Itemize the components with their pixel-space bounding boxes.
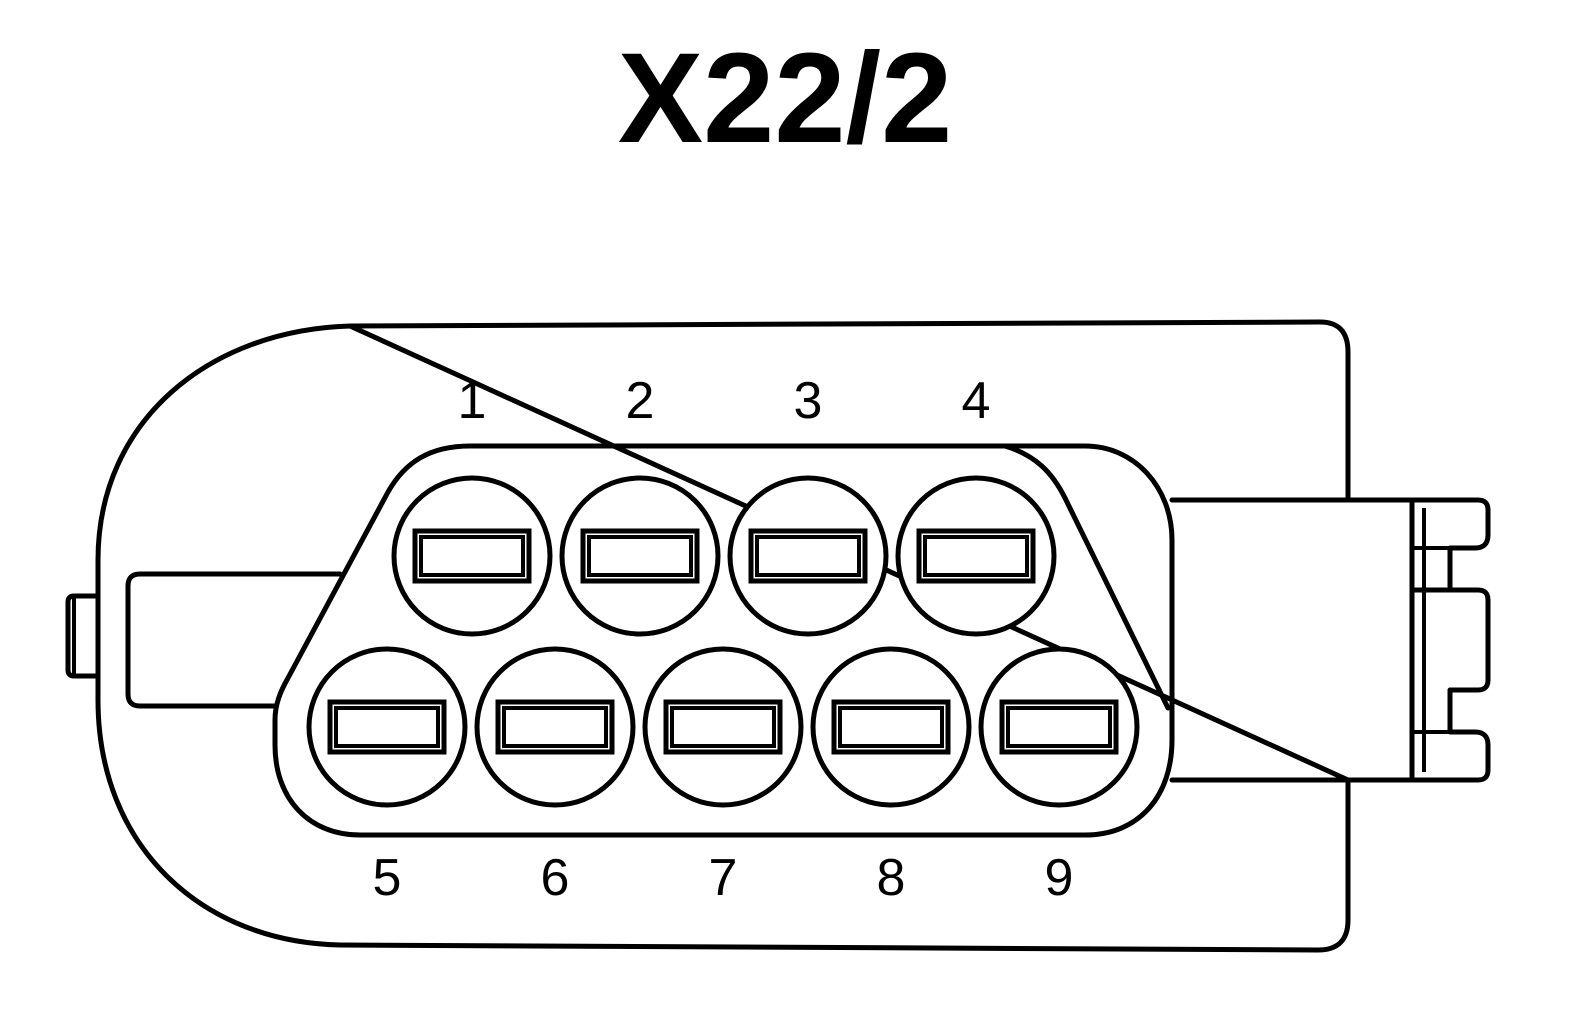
- connector-housing-outline: [95, 319, 1351, 953]
- pin-4-label: 4: [962, 372, 991, 430]
- pin-8-terminal-inner: [838, 706, 944, 748]
- pin-group: 1 2 3 4 5 6 7 8 9: [306, 372, 1140, 907]
- pin-6-terminal-inner: [502, 706, 608, 748]
- pin-8-label: 8: [877, 849, 906, 907]
- pin-field-outline: [272, 443, 1175, 838]
- pin-5-terminal-inner: [334, 706, 440, 748]
- pin-4-terminal-inner: [923, 535, 1029, 577]
- pin-field-liner: [1002, 443, 1171, 711]
- right-latch-edge: [1409, 497, 1491, 783]
- pin-6-label: 6: [541, 849, 570, 907]
- pin-9-terminal-inner: [1006, 706, 1112, 748]
- pin-1-terminal-inner: [419, 535, 525, 577]
- pin-3-label: 3: [794, 372, 823, 430]
- pin-1-label: 1: [458, 372, 487, 430]
- pin-2-terminal-inner: [587, 535, 693, 577]
- pin-9-label: 9: [1045, 849, 1074, 907]
- left-tab: [65, 593, 101, 679]
- left-latch: [125, 571, 343, 709]
- connector-title: X22/2: [618, 27, 953, 170]
- pin-3-terminal-inner: [755, 535, 861, 577]
- pin-7-terminal-inner: [670, 706, 776, 748]
- pin-7-label: 7: [709, 849, 738, 907]
- right-latch-body: [1169, 497, 1415, 783]
- pin-2-label: 2: [626, 372, 655, 430]
- right-latch-inner: [1412, 508, 1450, 772]
- pin-5-label: 5: [373, 849, 402, 907]
